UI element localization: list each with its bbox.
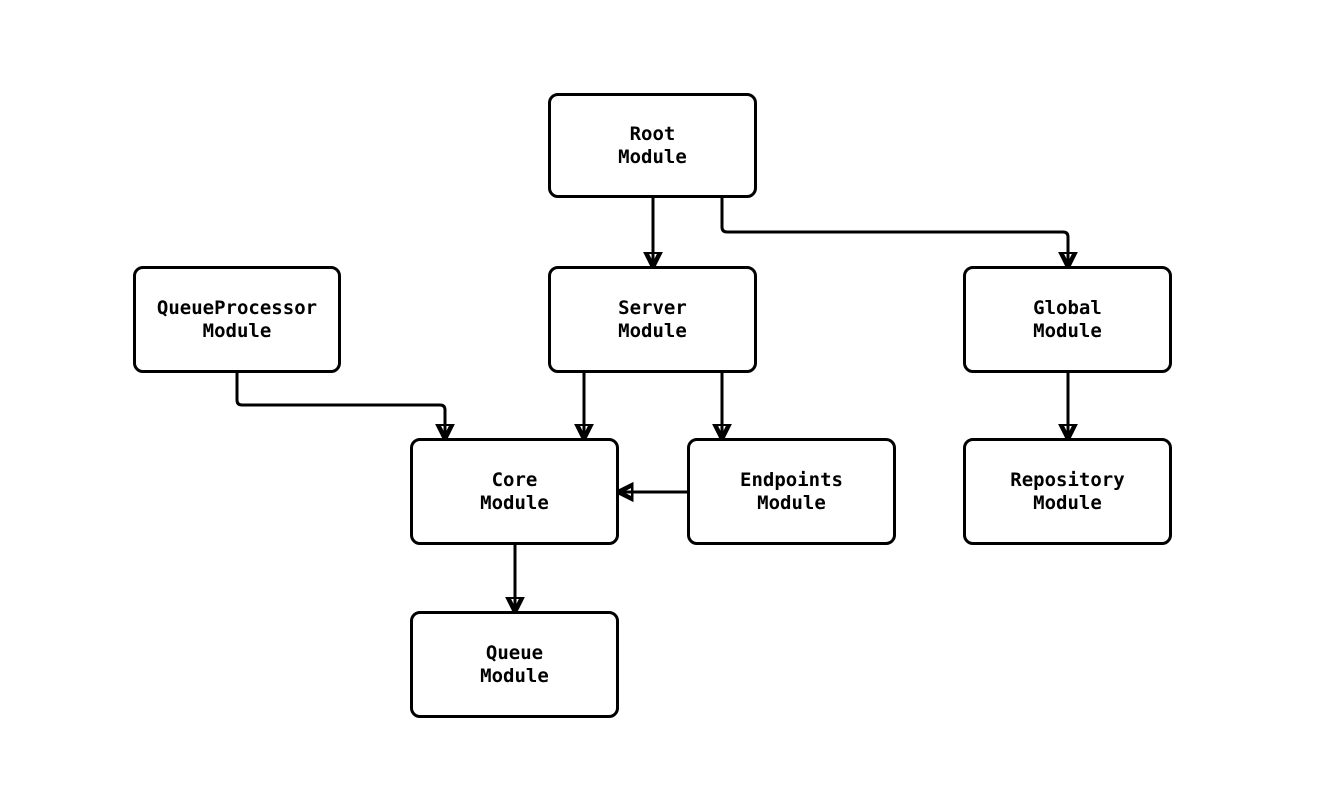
- node-queue-module-label: Queue Module: [480, 641, 549, 687]
- edge-root-to-global: [720, 198, 1068, 266]
- node-server-module: Server Module: [548, 266, 757, 373]
- node-endpoints-module-label: Endpoints Module: [740, 468, 843, 514]
- node-queueprocessor-module: QueueProcessor Module: [133, 266, 341, 373]
- node-queueprocessor-module-label: QueueProcessor Module: [156, 296, 318, 342]
- node-root-module-label: Root Module: [618, 122, 687, 168]
- node-root-module: Root Module: [548, 93, 757, 198]
- node-global-module-label: Global Module: [1033, 296, 1102, 342]
- node-core-module-label: Core Module: [480, 468, 549, 514]
- node-global-module: Global Module: [963, 266, 1172, 373]
- node-server-module-label: Server Module: [618, 296, 687, 342]
- node-core-module: Core Module: [410, 438, 619, 545]
- edge-queueprocessor-to-core: [235, 373, 445, 438]
- node-repository-module: Repository Module: [963, 438, 1172, 545]
- node-endpoints-module: Endpoints Module: [687, 438, 896, 545]
- node-repository-module-label: Repository Module: [1010, 468, 1125, 514]
- node-queue-module: Queue Module: [410, 611, 619, 718]
